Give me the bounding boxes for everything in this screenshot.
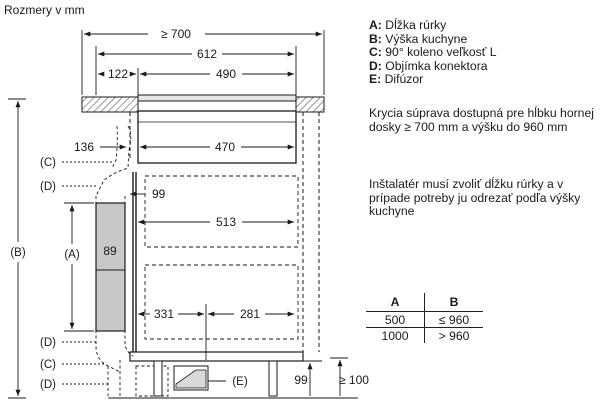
pipe-length-table: A B 500 ≤ 960 1000 > 960 (366, 293, 483, 343)
legend-item-c: C: 90° koleno veľkosť L (369, 45, 497, 59)
hob-unit (137, 110, 297, 164)
diffuser (173, 365, 209, 391)
table-header-b: B (424, 293, 483, 312)
dim-513: 513 (216, 215, 236, 229)
duct-path (95, 125, 169, 397)
dim-612: 612 (197, 47, 217, 61)
units-title: Rozmery v mm (4, 3, 85, 17)
label-d-bottom: (D) (40, 379, 56, 391)
cabinet-feet (153, 360, 278, 397)
table-cell: ≤ 960 (424, 311, 483, 328)
dim-99-lower: 99 (294, 373, 308, 387)
dimension-lines (8, 30, 348, 399)
dim-470: 470 (215, 140, 235, 154)
label-e: (E) (232, 376, 248, 388)
legend-item-d: D: Objímka konektora (369, 58, 488, 73)
note-cover-kit: Krycia súprava dostupná pre hĺbku hornej… (369, 106, 594, 134)
dim-490: 490 (216, 67, 236, 81)
legend-item-a: A: Dĺžka rúrky (369, 18, 447, 32)
label-a: (A) (64, 249, 80, 261)
label-c-bottom: (C) (40, 359, 56, 371)
dim-136: 136 (74, 140, 94, 154)
dim-89: 89 (103, 244, 117, 258)
dim-total-width: ≥ 700 (161, 27, 191, 41)
table-row: 1000 > 960 (366, 327, 483, 343)
table-cell: 500 (366, 311, 425, 328)
dim-100: ≥ 100 (339, 373, 369, 387)
dim-331: 331 (154, 307, 174, 321)
label-b: (B) (10, 247, 26, 259)
dim-99-upper: 99 (152, 187, 166, 201)
table-cell: > 960 (438, 328, 470, 343)
label-c-top: (C) (40, 157, 56, 169)
legend: A: Dĺžka rúrky B: Výška kuchyne C: 90° k… (369, 18, 594, 87)
legend-item-e: E: Difúzor (369, 72, 424, 86)
table-row: 500 ≤ 960 (366, 311, 483, 328)
legend-item-b: B: Výška kuchyne (369, 31, 468, 46)
worktop (81, 94, 325, 113)
label-d-top: (D) (40, 181, 56, 193)
table-cell: 1000 (366, 327, 425, 343)
table-header-a: A (366, 293, 425, 312)
pipe (95, 202, 126, 332)
dim-122: 122 (108, 67, 128, 81)
cabinet-outline (108, 112, 358, 399)
dim-281: 281 (240, 307, 260, 321)
note-installer: Inštalatér musí zvoliť dĺžku rúrky a v p… (369, 177, 581, 218)
label-d-mid: (D) (40, 337, 56, 349)
